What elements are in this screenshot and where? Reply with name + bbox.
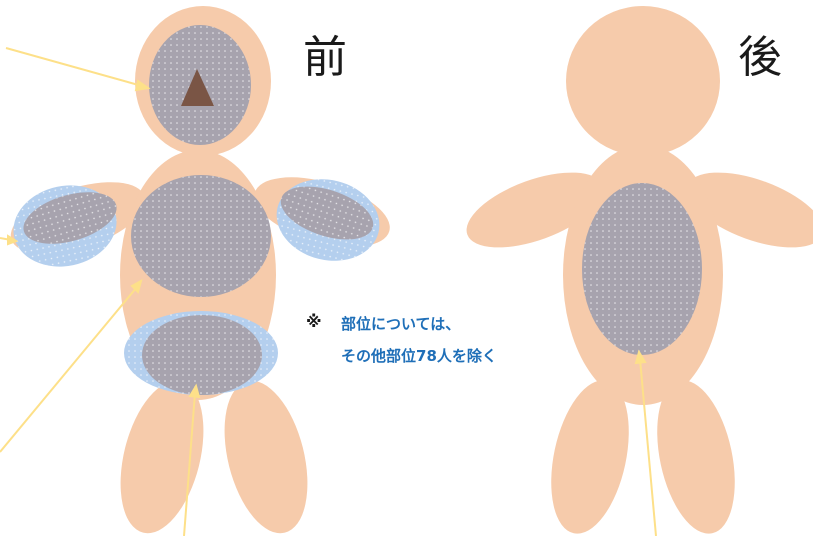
back-figure <box>466 6 813 534</box>
back-right-arm <box>686 172 813 248</box>
front-view-label: 前 <box>303 32 347 83</box>
front-highlight-regions <box>13 25 380 395</box>
back-view-label: 後 <box>738 32 782 83</box>
back-head <box>566 6 720 156</box>
note-line-2: その他部位78人を除く <box>341 347 497 365</box>
note-line-1: 部位については、 <box>341 315 461 333</box>
back-right-leg <box>657 380 735 534</box>
front-figure <box>10 6 390 534</box>
front-face-triangle-marker <box>181 69 214 106</box>
back-left-arm <box>466 172 604 248</box>
head-arrow <box>5 47 143 87</box>
waist-arrow <box>183 392 196 537</box>
front-left-leg <box>120 380 204 534</box>
back-arrow <box>639 358 657 537</box>
chest-arrow <box>0 286 138 453</box>
arrows <box>0 47 657 537</box>
note-mark: ※ <box>306 312 322 331</box>
front-right-leg <box>224 380 308 534</box>
back-left-leg <box>551 380 629 534</box>
